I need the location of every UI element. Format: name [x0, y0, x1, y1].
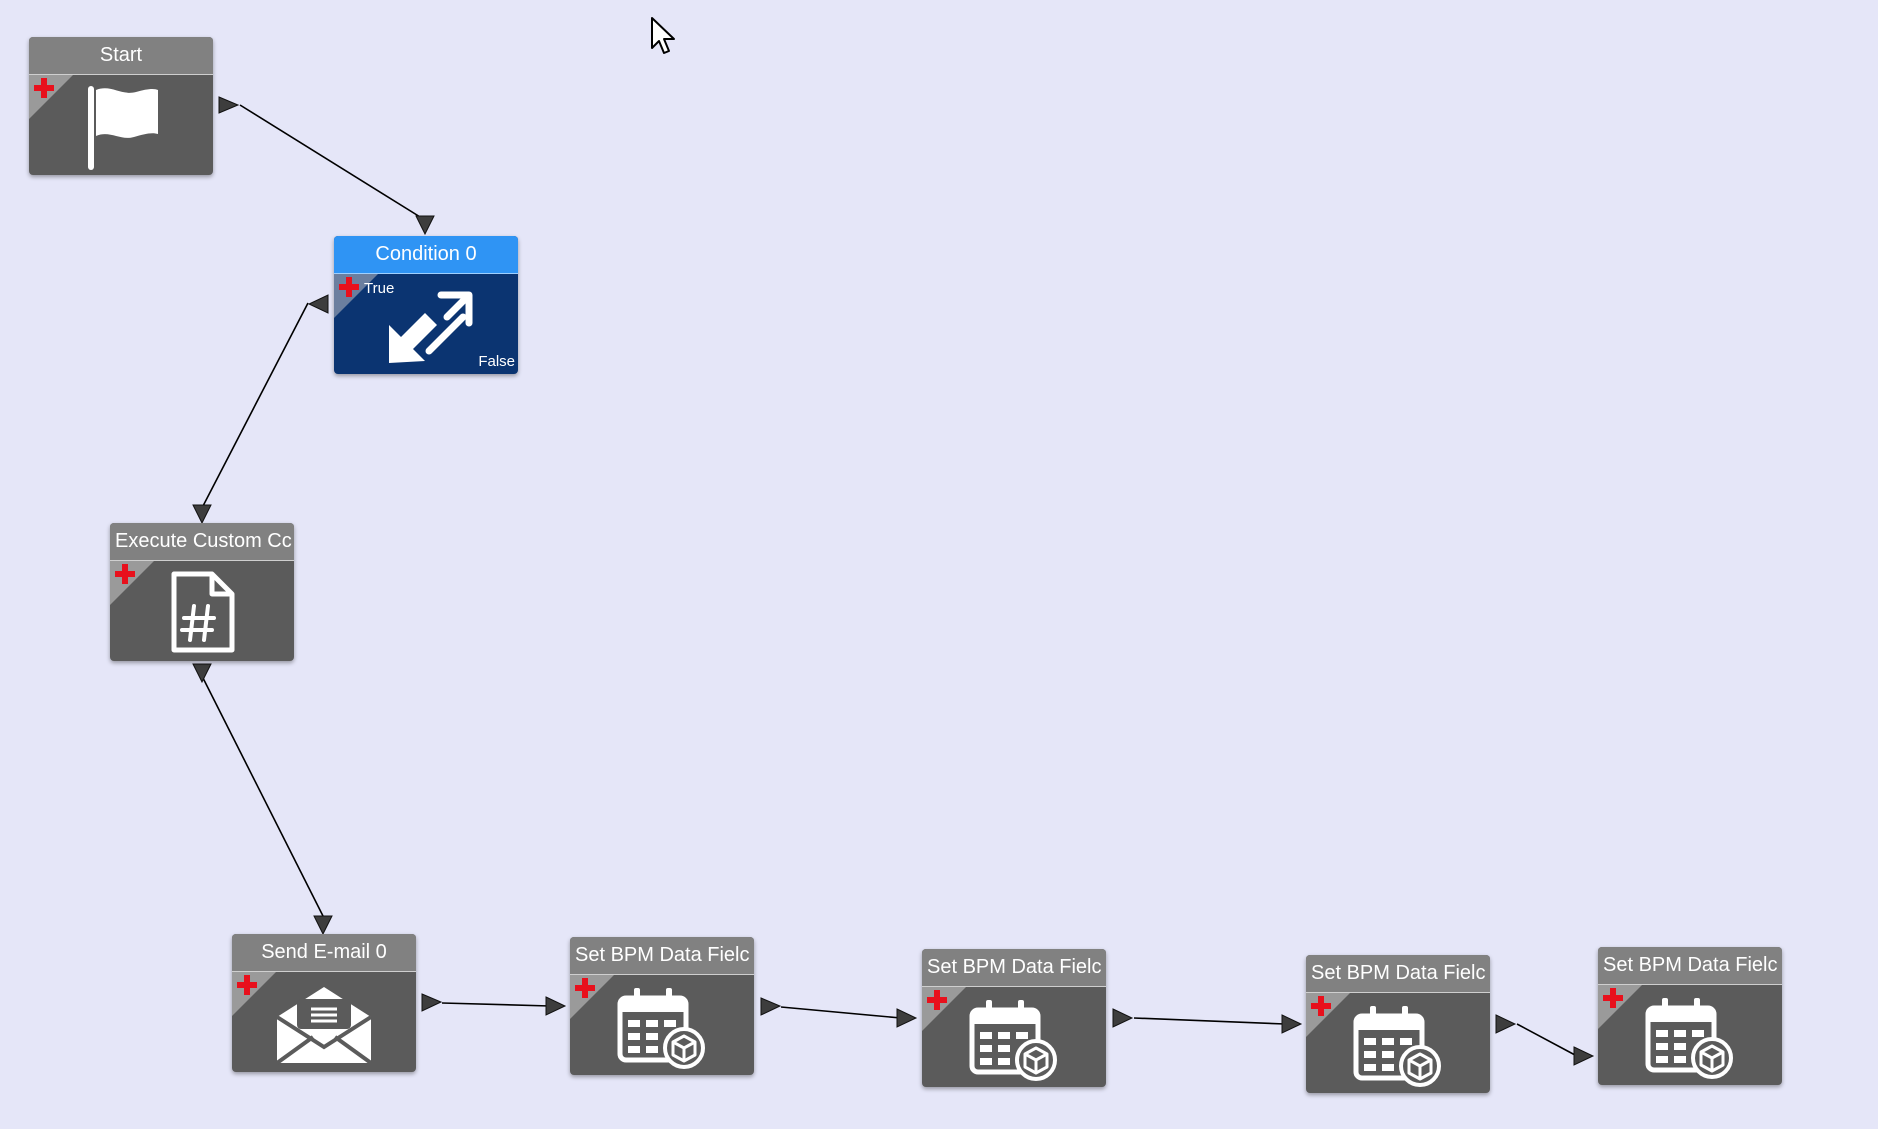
add-icon[interactable] [1309, 994, 1333, 1018]
add-icon[interactable] [113, 562, 137, 586]
connector-set1-set2[interactable] [780, 1006, 902, 1019]
out-port-condition[interactable] [307, 294, 329, 314]
out-port-customcode[interactable] [192, 663, 212, 684]
flag-icon [88, 86, 158, 170]
out-port-set2[interactable] [1112, 1008, 1134, 1028]
calendar-data-icon [1645, 998, 1733, 1079]
out-port-set3[interactable] [1495, 1014, 1517, 1034]
add-icon[interactable] [235, 973, 259, 997]
add-icon[interactable] [573, 976, 597, 1000]
node-corner [922, 987, 966, 1031]
envelope-icon [275, 987, 373, 1065]
node-set-bpm-data-field-4[interactable]: Set BPM Data Fielc [1598, 947, 1782, 1085]
node-execute-custom-code[interactable]: Execute Custom Cc [110, 523, 294, 661]
calendar-data-icon [969, 1000, 1057, 1081]
connector-condition-customcode[interactable] [202, 302, 309, 507]
mouse-pointer-icon [651, 17, 675, 54]
connector-set3-set4[interactable] [1516, 1023, 1576, 1056]
in-port-set4[interactable] [1573, 1046, 1595, 1066]
false-branch-label: False [478, 353, 515, 370]
node-title: Set BPM Data Fielc [922, 949, 1106, 987]
add-icon[interactable] [1601, 986, 1625, 1010]
node-set-bpm-data-field-3[interactable]: Set BPM Data Fielc [1306, 955, 1490, 1093]
connector-set2-set3[interactable] [1133, 1017, 1286, 1025]
node-send-email[interactable]: Send E-mail 0 [232, 934, 416, 1072]
in-port-set2[interactable] [896, 1008, 918, 1028]
code-file-icon [171, 571, 235, 653]
node-corner [1306, 993, 1350, 1037]
add-icon[interactable] [32, 76, 56, 100]
node-title: Condition 0 [334, 236, 518, 274]
node-condition[interactable]: Condition 0 True False [334, 236, 518, 374]
node-set-bpm-data-field-1[interactable]: Set BPM Data Fielc [570, 937, 754, 1075]
node-corner [334, 274, 378, 318]
in-port-email[interactable] [313, 915, 333, 936]
connector-email-set1[interactable] [441, 1002, 551, 1007]
node-corner [29, 75, 73, 119]
node-corner [232, 972, 276, 1016]
node-title: Send E-mail 0 [232, 934, 416, 972]
node-start[interactable]: Start [29, 37, 213, 175]
connector-customcode-email[interactable] [201, 675, 324, 917]
out-port-start[interactable] [218, 96, 240, 114]
in-port-set1[interactable] [545, 996, 567, 1016]
node-corner [110, 561, 154, 605]
condition-arrows-icon [389, 291, 473, 363]
in-port-set3[interactable] [1281, 1014, 1303, 1034]
node-title: Set BPM Data Fielc [570, 937, 754, 975]
node-corner [1598, 985, 1642, 1029]
calendar-data-icon [1353, 1006, 1441, 1087]
in-port-customcode[interactable] [192, 504, 212, 525]
node-title: Set BPM Data Fielc [1598, 947, 1782, 985]
node-title: Execute Custom Cc [110, 523, 294, 561]
node-set-bpm-data-field-2[interactable]: Set BPM Data Fielc [922, 949, 1106, 1087]
add-icon[interactable] [337, 275, 361, 299]
node-title: Set BPM Data Fielc [1306, 955, 1490, 993]
add-icon[interactable] [925, 988, 949, 1012]
in-port-condition[interactable] [415, 215, 435, 236]
node-title: Start [29, 37, 213, 75]
out-port-email[interactable] [421, 993, 443, 1012]
out-port-set1[interactable] [760, 997, 782, 1016]
connector-start-condition[interactable] [239, 104, 426, 221]
calendar-data-icon [617, 988, 705, 1069]
true-branch-label: True [364, 280, 395, 297]
node-corner [570, 975, 614, 1019]
